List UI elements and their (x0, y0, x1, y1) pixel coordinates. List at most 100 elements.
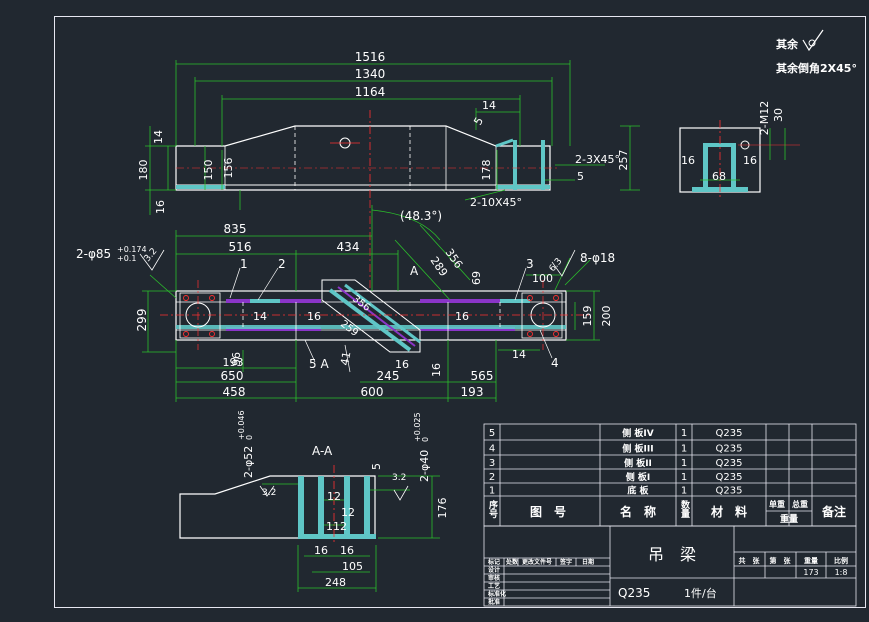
bom-header-no: 序号 (487, 499, 498, 519)
dim-1516: 1516 (355, 50, 386, 64)
dim-245: 245 (377, 369, 400, 383)
bom-cell-name: 侧 板IV (622, 427, 653, 439)
section-dim-112: 112 (326, 520, 347, 533)
bom-cell-material: Q235 (716, 486, 743, 497)
tb-scale-value: 1:8 (835, 568, 848, 577)
dim-434: 434 (337, 240, 360, 254)
section-title: A-A (312, 444, 333, 458)
section-marker-bottom: 5 A (309, 357, 329, 371)
side-view: 2-M12 30 16 16 68 (679, 101, 800, 200)
side-dim-68: 68 (712, 170, 726, 183)
plan-weld-seg1 (250, 299, 280, 303)
tb-weight-label: 重量 (804, 556, 818, 565)
bom-cell-material: Q235 (716, 472, 743, 483)
section-dim-12b: 12 (341, 506, 355, 519)
bom-header-remark: 备注 (821, 504, 846, 519)
dim-top-r5: 5 (471, 115, 486, 128)
top-weld-right (541, 140, 545, 190)
tb-role-approve: 批准 (488, 598, 500, 606)
plan-rib-weld-a (328, 288, 412, 352)
section-dim-16b: 16 (340, 544, 354, 557)
tb-sheet: 第 张 (770, 556, 792, 565)
side-weld-left (703, 143, 708, 192)
dim-top-156: 156 (222, 158, 235, 179)
plan-hole-tol-lower: +0.1 (117, 254, 136, 263)
tb-role-process: 工艺 (488, 582, 500, 590)
side-weld-right (731, 143, 736, 192)
tb-weight-value: 173 (803, 568, 818, 577)
tb-header-sign: 签字 (559, 558, 572, 566)
dim-259: 259 (338, 319, 360, 339)
dim-1340: 1340 (355, 67, 386, 81)
part-number-1: 1 (240, 257, 248, 271)
dim-193a: 193 (223, 356, 244, 369)
roughness-icon (802, 29, 824, 52)
bom-header-total-weight: 总重 (792, 499, 808, 509)
tb-header-date: 日期 (582, 558, 594, 566)
bom-cell-name: 侧 板III (622, 443, 653, 455)
tb-quantity: 1件/台 (684, 586, 717, 600)
plan-hole-note-right: 8-φ18 (580, 251, 615, 265)
bom-cell-material: Q235 (716, 428, 743, 439)
tb-role-design: 设计 (488, 566, 500, 574)
plan-rib-weld-b (344, 283, 421, 344)
section-dim-176: 176 (436, 498, 449, 519)
plan-hole-tol-upper: +0.174 (117, 245, 147, 254)
dim-bottom-16a: 16 (395, 358, 409, 371)
bom-cell-name: 侧 板II (624, 457, 652, 469)
bom-header-unit-weight: 单重 (769, 499, 785, 509)
dim-plan-16a: 16 (307, 310, 321, 323)
dim-96: 96 (230, 352, 243, 366)
bolt-hole-icon (553, 331, 559, 337)
plan-angle: (48.3°) (400, 209, 442, 223)
dim-299: 299 (135, 309, 149, 332)
side-weld-top (703, 143, 736, 147)
section-dim-248: 248 (325, 576, 346, 589)
dim-516: 516 (229, 240, 252, 254)
dim-chamfer-10x45: 2-10X45° (470, 196, 522, 209)
bom-header-drawing-no: 图 号 (530, 504, 566, 519)
dim-69: 69 (470, 271, 483, 285)
notes: 其余 其余倒角2X45° (776, 29, 857, 75)
bom-header-material: 材 料 (710, 504, 747, 519)
dim-top-r5b: 5 (577, 170, 584, 183)
plan-end-plate-right (521, 292, 563, 339)
bolt-hole-icon (553, 295, 559, 301)
section-outline (179, 475, 376, 539)
section-bore-right-lower: 0 (421, 437, 430, 442)
section-weld-d (364, 476, 370, 538)
side-dim-16b: 16 (743, 154, 757, 167)
plan-weld-seg2 (500, 299, 530, 303)
part-number-4: 4 (551, 356, 559, 370)
roughness-a-icon (259, 485, 275, 497)
bom-header-weight: 重量 (780, 513, 798, 525)
part-number-2: 2 (278, 257, 286, 271)
tb-header-file: 更改文件号 (522, 558, 552, 566)
tb-role-standard: 标准化 (487, 590, 506, 598)
bom-cell-no: 1 (489, 486, 495, 497)
plan-weld-bottom (176, 325, 566, 329)
dim-plan-14b: 14 (512, 348, 526, 361)
bom-cell-no: 3 (489, 458, 495, 469)
plan-hatch-top-right (420, 299, 515, 303)
roughness-note: 其余 (776, 37, 799, 51)
section-dim-105: 105 (342, 560, 363, 573)
dim-chamfer-3x45: 2-3X45° (575, 153, 620, 166)
bom-cell-qty: 1 (681, 486, 687, 497)
bolt-hole-icon (209, 295, 215, 301)
tb-header-mark: 标记 (487, 558, 500, 566)
bom-cell-name: 侧 板I (626, 471, 650, 483)
plan-view: (48.3°) 835 516 434 356 289 2-φ85 +0.174… (76, 200, 615, 402)
top-view: 1516 1340 1164 14 180 150 156 16 14 5 17… (137, 50, 640, 215)
side-thread-note: 2-M12 (758, 101, 771, 135)
dim-41: 41 (338, 350, 353, 366)
dim-plan-14a: 14 (253, 310, 267, 323)
bolt-hole-icon (183, 331, 189, 337)
roughness-left-icon (139, 249, 165, 271)
bolt-hole-icon (527, 331, 533, 337)
dim-565: 565 (471, 369, 494, 383)
bom-cell-no: 2 (489, 472, 495, 483)
tb-role-check: 审核 (488, 574, 500, 582)
part-number-3: 3 (526, 257, 534, 271)
